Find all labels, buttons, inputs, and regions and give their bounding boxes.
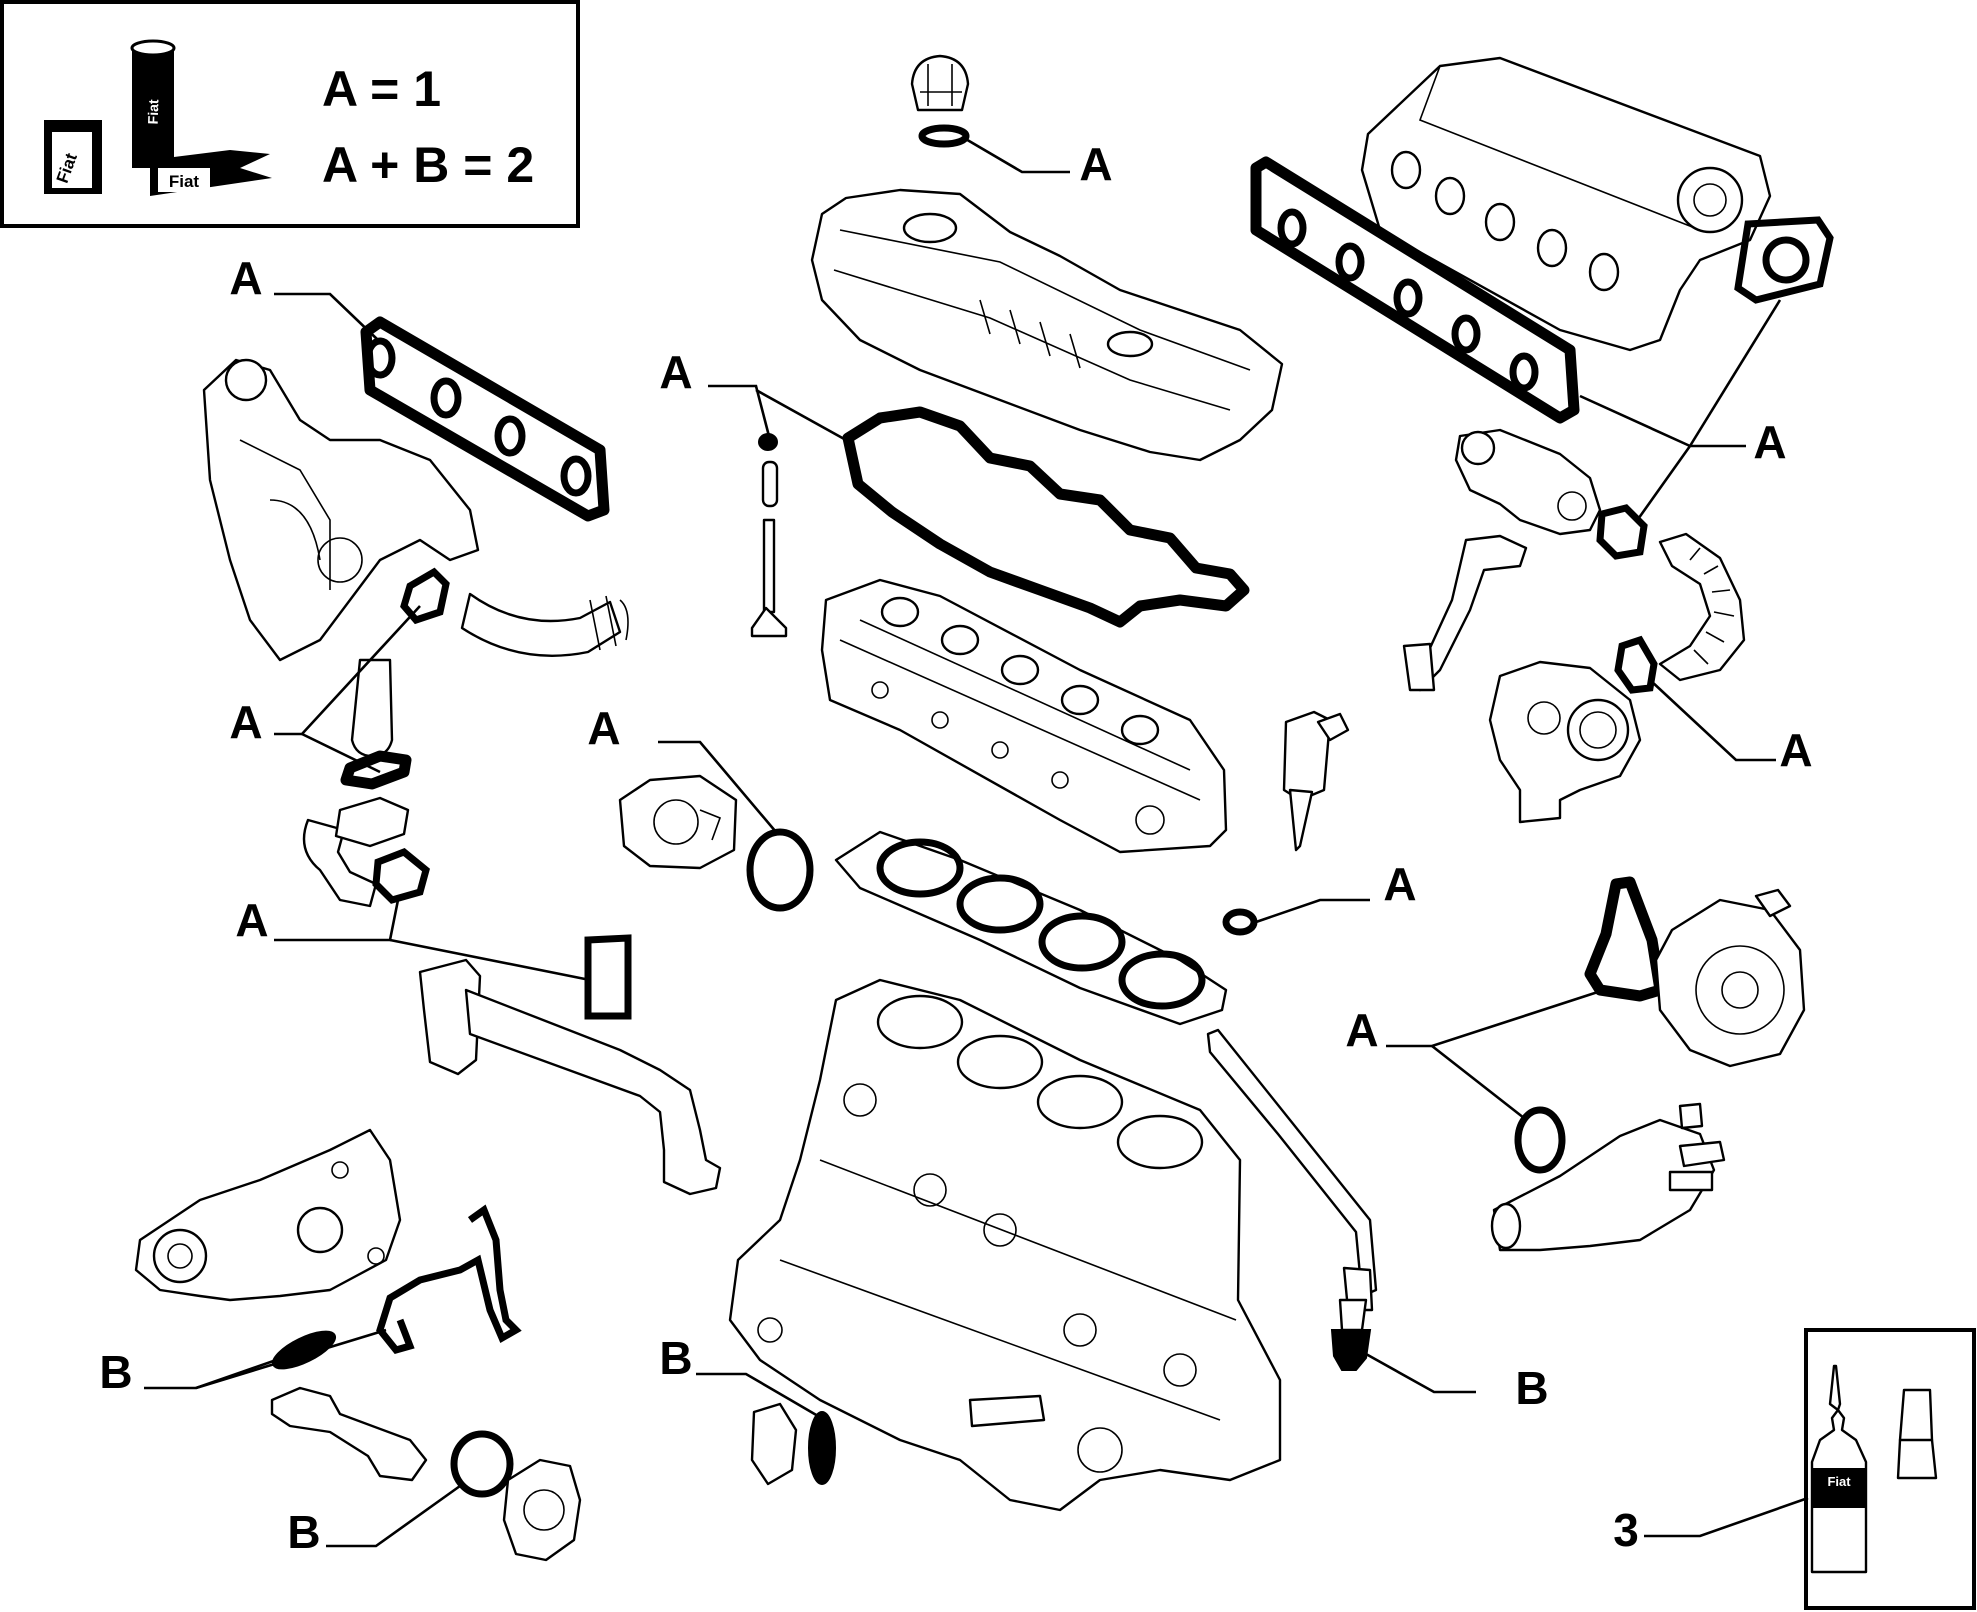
oil-filler-cap bbox=[910, 54, 970, 148]
oil-suction-pipe bbox=[270, 1386, 428, 1482]
coolant-transfer-pipe bbox=[418, 958, 722, 1196]
sealant-label-1: Fiat bbox=[1827, 1474, 1851, 1489]
callout-a-egr-gaskets: A bbox=[229, 696, 262, 748]
intake-manifold-gasket bbox=[1250, 156, 1580, 424]
water-pump bbox=[618, 774, 738, 870]
oil-pump-gasket bbox=[376, 1204, 522, 1355]
callout-a-water-pump-ring: A bbox=[587, 702, 620, 754]
legend-line-a-plus-b: A + B = 2 bbox=[322, 137, 534, 193]
kit-brand-label-3: Fiat bbox=[169, 172, 200, 191]
callout-a-intake-gaskets: A bbox=[1753, 416, 1786, 468]
callout-b-oil-pump-seals: B bbox=[99, 1346, 132, 1398]
kit-brand-label-2: Fiat bbox=[145, 99, 162, 125]
valve-cover bbox=[810, 188, 1284, 462]
oil-filter-ring bbox=[450, 1430, 514, 1498]
egr-flange-gasket-3 bbox=[372, 848, 430, 904]
callout-3-sealant: 3 bbox=[1613, 1504, 1639, 1556]
callout-a-hose-gasket: A bbox=[1779, 724, 1812, 776]
injector-washer bbox=[1222, 908, 1258, 936]
exhaust-manifold-gasket bbox=[360, 316, 610, 522]
callout-a-oil-cap-seal: A bbox=[1079, 138, 1112, 190]
oil-filter-adapter bbox=[502, 1458, 582, 1562]
leader-lines bbox=[144, 136, 1809, 1548]
hose-flange-gasket bbox=[1614, 635, 1658, 694]
dipstick-seal bbox=[1330, 1329, 1372, 1371]
cylinder-head bbox=[820, 578, 1228, 854]
callout-b-block-plug: B bbox=[659, 1332, 692, 1384]
throttle-flange-gasket bbox=[1734, 216, 1834, 304]
dipstick-tube bbox=[1206, 1028, 1378, 1332]
exhaust-manifold bbox=[202, 358, 480, 662]
cylinder-head-gasket bbox=[834, 830, 1228, 1026]
legend-line-a: A = 1 bbox=[322, 61, 441, 117]
vacuum-pump bbox=[1654, 888, 1806, 1068]
egr-valve bbox=[1454, 428, 1602, 536]
callout-b-dipstick-seal: B bbox=[1515, 1362, 1548, 1414]
callout-a-valve-cover-gasket: A bbox=[659, 346, 692, 398]
gasket-kit-icon: Fiat Fiat Fiat bbox=[44, 39, 272, 196]
thermostat-o-ring bbox=[1514, 1106, 1566, 1174]
callout-a-thermostat-gaskets: A bbox=[1345, 1004, 1378, 1056]
thermostat-housing bbox=[1490, 1102, 1726, 1252]
vacuum-pump-gasket bbox=[1584, 876, 1666, 1002]
fuel-injector bbox=[1282, 710, 1350, 852]
corrugated-hose bbox=[1658, 532, 1746, 682]
crankshaft-seal bbox=[271, 1330, 337, 1370]
throttle-body bbox=[1488, 660, 1642, 824]
callout-a-injector-washer: A bbox=[1383, 858, 1416, 910]
egr-pipe-left bbox=[460, 592, 629, 657]
egr-flange-gasket-1 bbox=[400, 567, 450, 625]
sealant-bottle-icon: Fiat bbox=[1810, 1364, 1938, 1574]
valve-and-seal bbox=[750, 433, 788, 638]
callout-a-water-pipe-gaskets: A bbox=[235, 894, 268, 946]
intake-manifold bbox=[1360, 56, 1772, 352]
water-outlet-gasket bbox=[584, 934, 632, 1020]
egr-bent-tube bbox=[302, 796, 410, 908]
callout-labels: A A A A A A A A A A B B B B 3 bbox=[99, 138, 1812, 1558]
water-pump-o-ring bbox=[746, 828, 814, 912]
egr-connecting-pipe bbox=[1402, 534, 1528, 692]
sealant-box: Fiat bbox=[1804, 1328, 1976, 1610]
egr-flange-gasket-2 bbox=[340, 750, 412, 790]
valve-cover-gasket bbox=[842, 406, 1250, 628]
legend-box: Fiat Fiat Fiat A = 1 A + B = 2 bbox=[0, 0, 580, 228]
egr-valve-gasket bbox=[1596, 504, 1648, 560]
oil-pump bbox=[134, 1128, 402, 1302]
callout-a-exhaust-gasket: A bbox=[229, 252, 262, 304]
callout-b-oil-filter-ring: B bbox=[287, 1506, 320, 1558]
block-plug bbox=[750, 1402, 836, 1486]
engine-block bbox=[728, 978, 1282, 1512]
